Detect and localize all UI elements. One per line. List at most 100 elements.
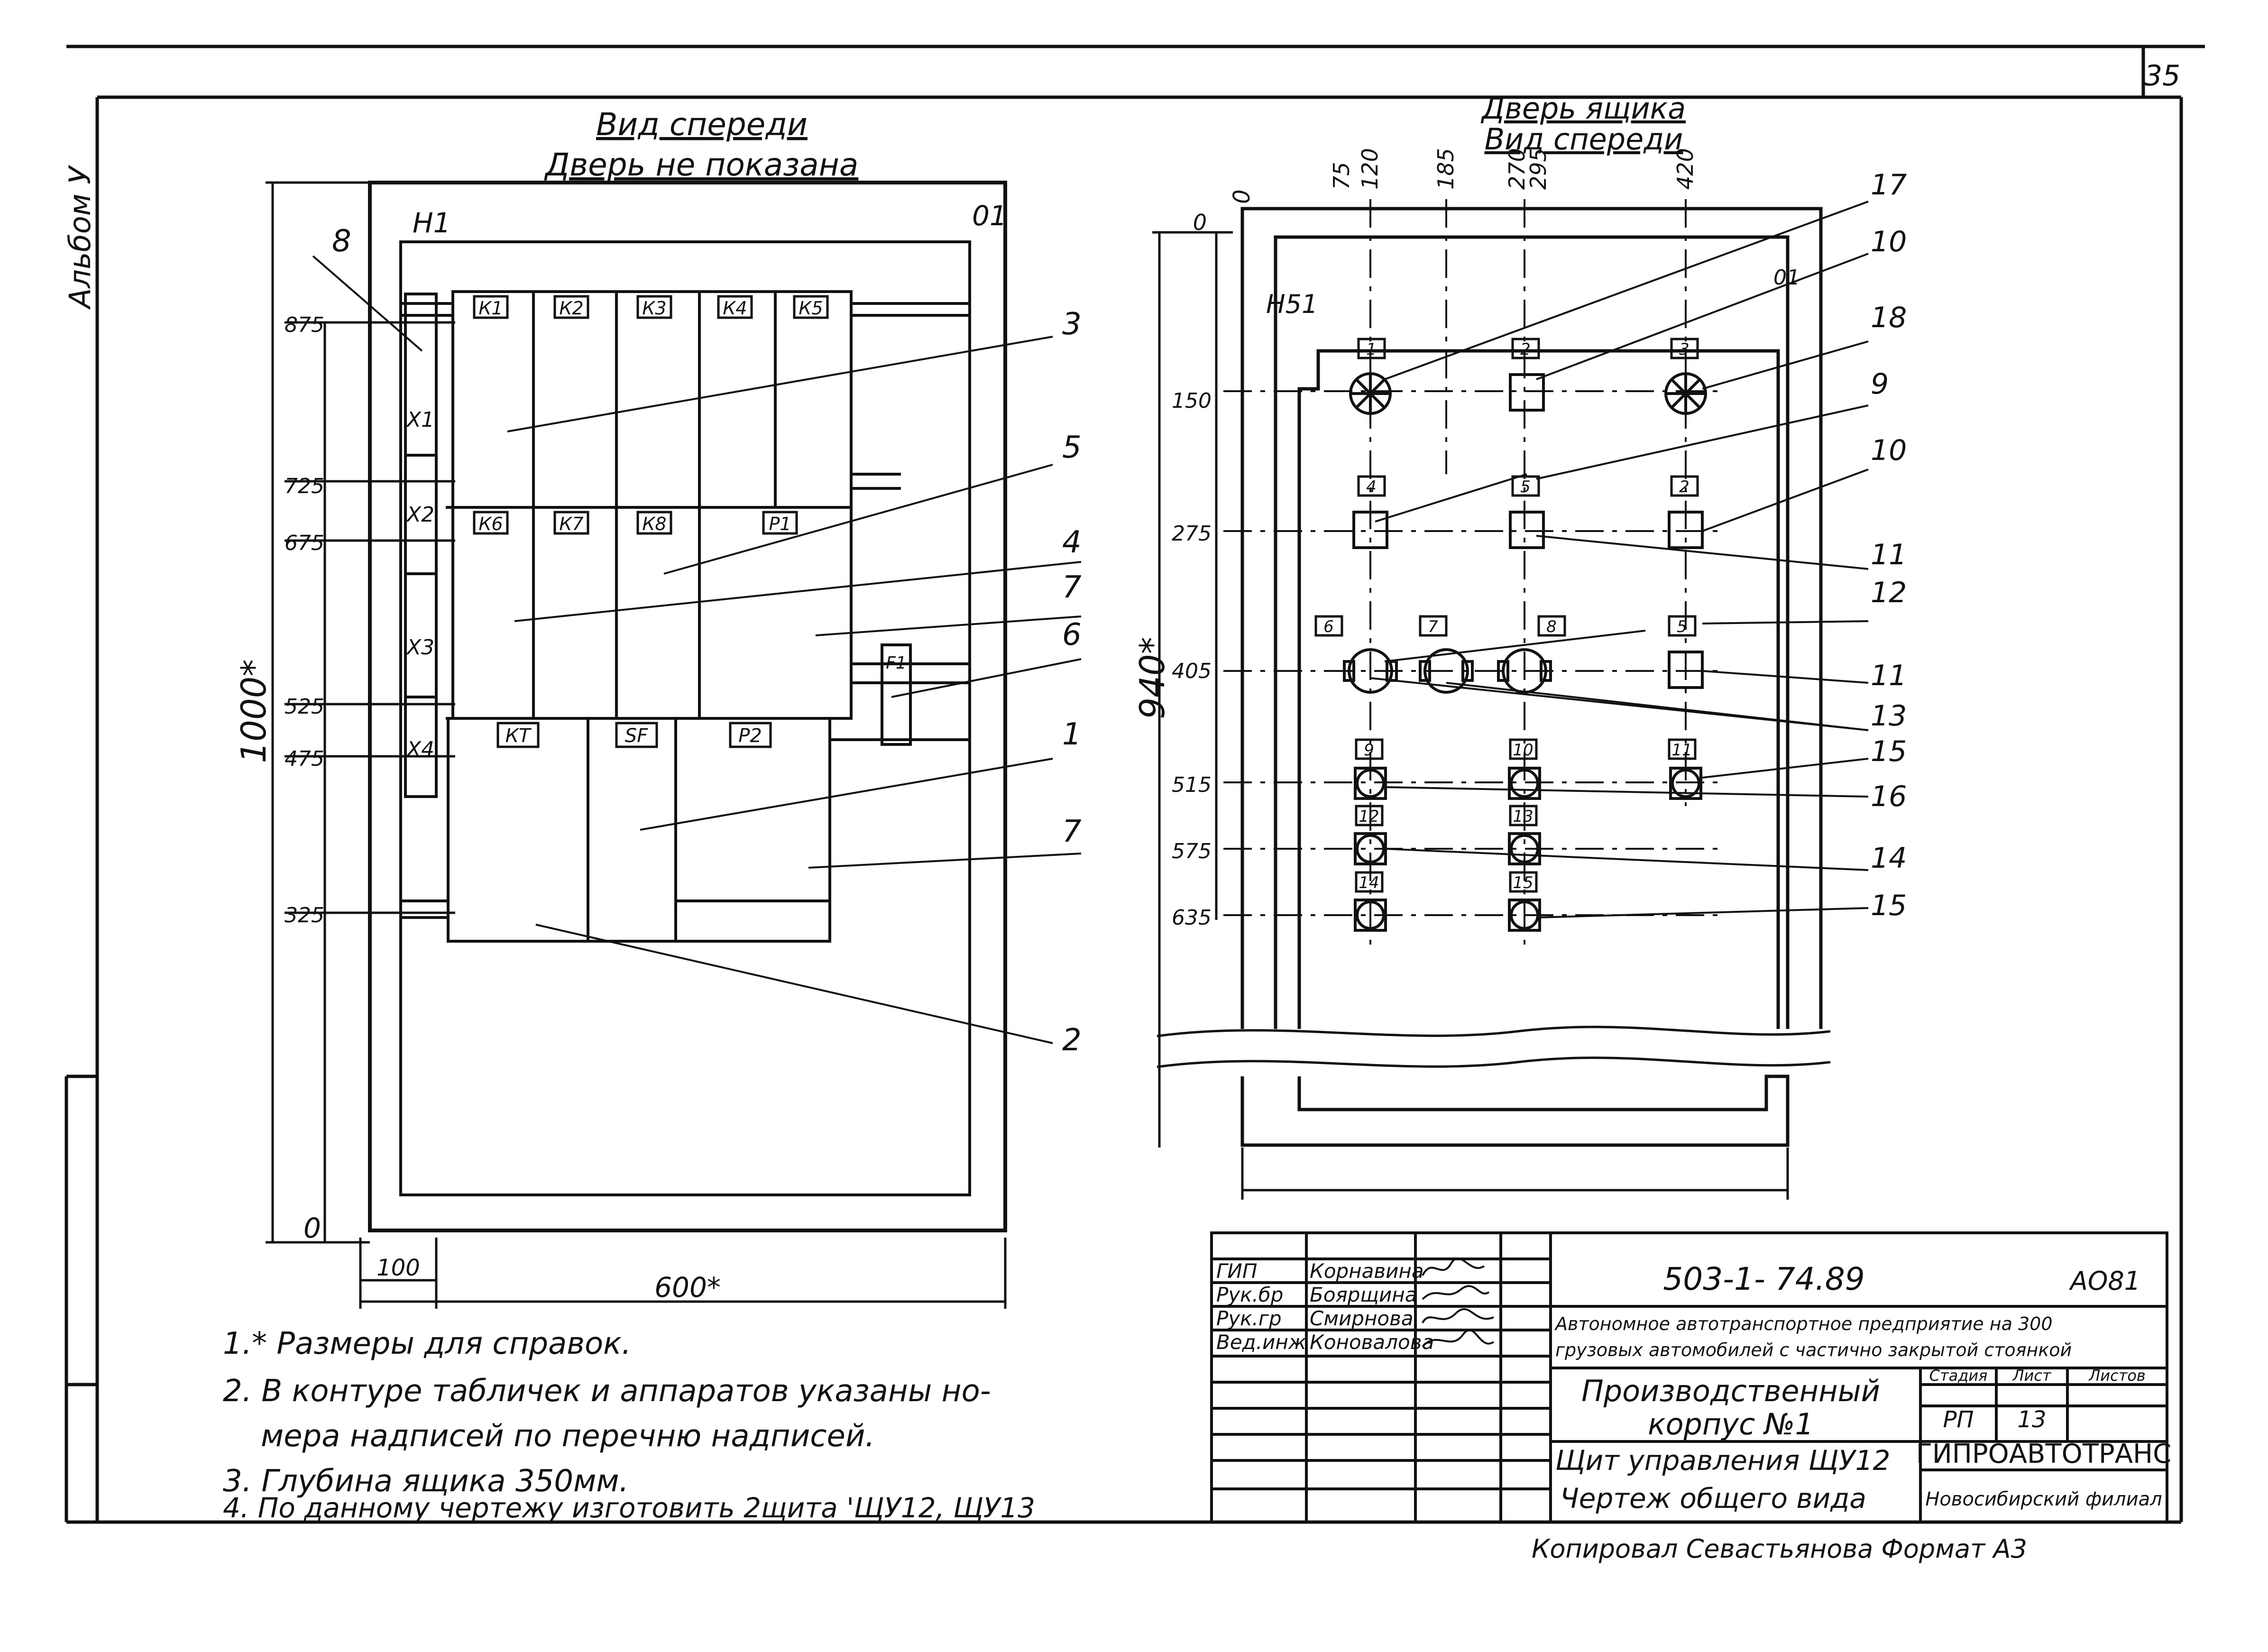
album-label: Альбом У: [63, 165, 97, 310]
callout-5: 5: [1062, 430, 1082, 465]
object-line-2: корпус №1: [1648, 1407, 1814, 1441]
sheet-value: 13: [2017, 1406, 2046, 1433]
plate-1: 1: [1366, 340, 1377, 359]
name-rukgr: Смирнова: [1310, 1307, 1414, 1330]
door-view: Дверь ящика Вид спереди Н51 01: [1132, 91, 1907, 1200]
relay-k8: К8: [642, 514, 666, 534]
front-view-title: Вид спереди: [596, 106, 808, 143]
name-vedinzh: Коновалова: [1310, 1331, 1434, 1354]
plate-11: 11: [1671, 741, 1692, 760]
relay-k7: К7: [559, 514, 583, 534]
door-marker-h: Н51: [1266, 289, 1318, 319]
terminal-x3: Х3: [406, 635, 434, 660]
doc-code: 503-1- 74.89: [1663, 1261, 1865, 1297]
fuse-f1: F1: [886, 653, 907, 673]
top-dim-270: 270: [1504, 148, 1530, 190]
name-gip: Корнавина: [1310, 1259, 1424, 1283]
device-p2: Р2: [738, 725, 762, 747]
sheet-frame: [64, 45, 2205, 1524]
door-callout-11b: 11: [1871, 659, 1907, 692]
level-325: 325: [285, 903, 324, 927]
cabinet-outer: [368, 181, 1007, 1232]
sheet-header: Лист: [2012, 1367, 2051, 1385]
callout-1: 1: [1062, 717, 1082, 752]
project-line-1: Автономное автотранспортное предприятие …: [1554, 1313, 2053, 1334]
callout-8: 8: [332, 224, 351, 259]
callout-2: 2: [1062, 1023, 1082, 1058]
left-dim-635: 635: [1172, 906, 1212, 930]
object-line-1: Производственный: [1581, 1374, 1880, 1408]
mounting-panel: [401, 290, 970, 943]
plate-2b: 2: [1679, 477, 1690, 496]
drawing-line-1: Щит управления ЩУ12: [1555, 1444, 1890, 1477]
left-dim-150: 150: [1172, 389, 1212, 413]
general-notes: 1.* Размеры для справок. 2. В контуре та…: [223, 1326, 1035, 1524]
door-callout-10b: 10: [1871, 434, 1907, 467]
door-leaders: [1370, 201, 1869, 918]
role-rukgr: Рук.гр: [1216, 1307, 1282, 1330]
callout-7b: 7: [1062, 814, 1082, 849]
name-rukbr: Боярщина: [1310, 1283, 1417, 1306]
relay-k6: К6: [478, 514, 503, 534]
top-dim-0: 0: [1229, 189, 1255, 204]
sheets-header: Листов: [2088, 1367, 2146, 1385]
level-525: 525: [285, 695, 324, 719]
left-dim-405: 405: [1172, 659, 1212, 683]
door-callout-12: 12: [1871, 576, 1907, 609]
plate-6: 6: [1323, 617, 1334, 636]
terminal-strip: [404, 293, 438, 798]
stage-header: Стадия: [1929, 1367, 1988, 1385]
footer-copier-format: Копировал Севастьянова Формат А3: [1532, 1534, 2027, 1564]
door-dimensions: [1152, 231, 1789, 1200]
dim-zero: 0: [303, 1212, 321, 1244]
plate-3: 3: [1679, 340, 1690, 359]
left-dim-515: 515: [1172, 773, 1212, 797]
plate-14: 14: [1359, 873, 1379, 892]
front-marker-h: Н1: [413, 207, 451, 239]
dim-overall-width: 600*: [654, 1271, 721, 1303]
note-2-cont: мера надписей по перечню надписей.: [261, 1419, 875, 1454]
drawing-line-2: Чертеж общего вида: [1560, 1482, 1866, 1514]
door-view-subtitle: Вид спереди: [1485, 122, 1683, 156]
plate-10: 10: [1513, 741, 1533, 760]
door-callout-14: 14: [1871, 842, 1907, 875]
door-callout-13: 13: [1871, 699, 1907, 733]
note-2: 2. В контуре табличек и аппаратов указан…: [223, 1374, 991, 1409]
level-875: 875: [285, 313, 324, 337]
role-gip: ГИП: [1216, 1259, 1257, 1283]
device-kt: КТ: [505, 725, 532, 747]
left-dim-275: 275: [1172, 522, 1212, 546]
relay-p1: Р1: [769, 514, 791, 534]
door-callout-17: 17: [1871, 168, 1907, 202]
front-view: Вид спереди Дверь не показана Н1 01: [234, 106, 1082, 1309]
top-dim-185: 185: [1433, 148, 1459, 190]
door-callout-18: 18: [1871, 301, 1907, 334]
relay-k4: К4: [723, 298, 747, 319]
door-marker-corner: 01: [1773, 266, 1800, 290]
org-branch: Новосибирский филиал: [1925, 1488, 2162, 1510]
door-callout-15b: 15: [1871, 889, 1907, 922]
level-475: 475: [285, 747, 324, 771]
door-view-title: Дверь ящика: [1480, 91, 1686, 126]
left-dim-575: 575: [1172, 839, 1212, 863]
callout-6: 6: [1062, 617, 1082, 652]
door-callout-15a: 15: [1871, 735, 1907, 768]
top-dim-75: 75: [1329, 162, 1354, 190]
dim-door-height: 940*: [1132, 637, 1172, 719]
relay-k3: К3: [642, 298, 666, 319]
front-leaders: [312, 255, 1082, 1044]
title-block: ГИП Рук.бр Рук.гр Вед.инж Корнавина Бояр…: [1210, 1231, 2171, 1564]
plate-9: 9: [1364, 741, 1374, 760]
level-675: 675: [285, 531, 324, 555]
plate-2: 2: [1520, 340, 1531, 359]
plate-13: 13: [1513, 807, 1533, 826]
callout-7a: 7: [1062, 570, 1082, 605]
callout-4: 4: [1062, 525, 1082, 560]
relay-k1: К1: [478, 298, 503, 319]
plate-4: 4: [1366, 477, 1377, 496]
door-callout-10a: 10: [1871, 225, 1907, 258]
role-rukbr: Рук.бр: [1216, 1283, 1283, 1306]
relay-k5: К5: [799, 298, 823, 319]
stage-value: РП: [1943, 1406, 1974, 1433]
